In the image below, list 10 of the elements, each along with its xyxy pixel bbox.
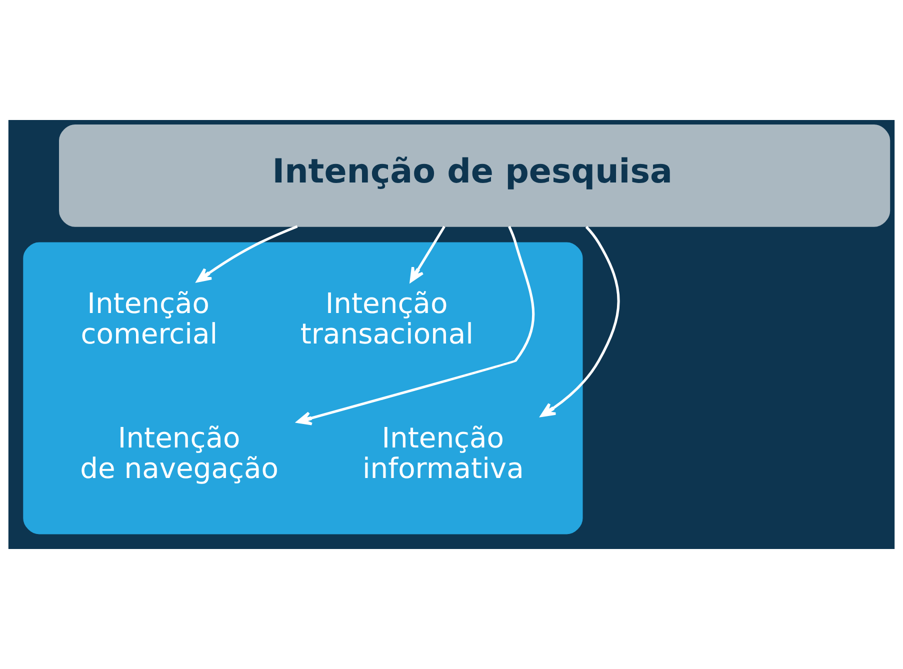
arrow	[196, 225, 298, 282]
node-text: Intenção transacional	[300, 286, 474, 351]
arrow	[540, 226, 620, 417]
node-text: Intenção informativa	[362, 421, 524, 486]
arrow	[410, 226, 446, 282]
node-text: Intenção comercial	[80, 286, 218, 351]
node-box: Intenção de pesquisa	[59, 124, 890, 227]
arrow	[296, 226, 535, 426]
node-text: Intenção de navegação	[80, 421, 278, 486]
cluster	[23, 242, 583, 534]
